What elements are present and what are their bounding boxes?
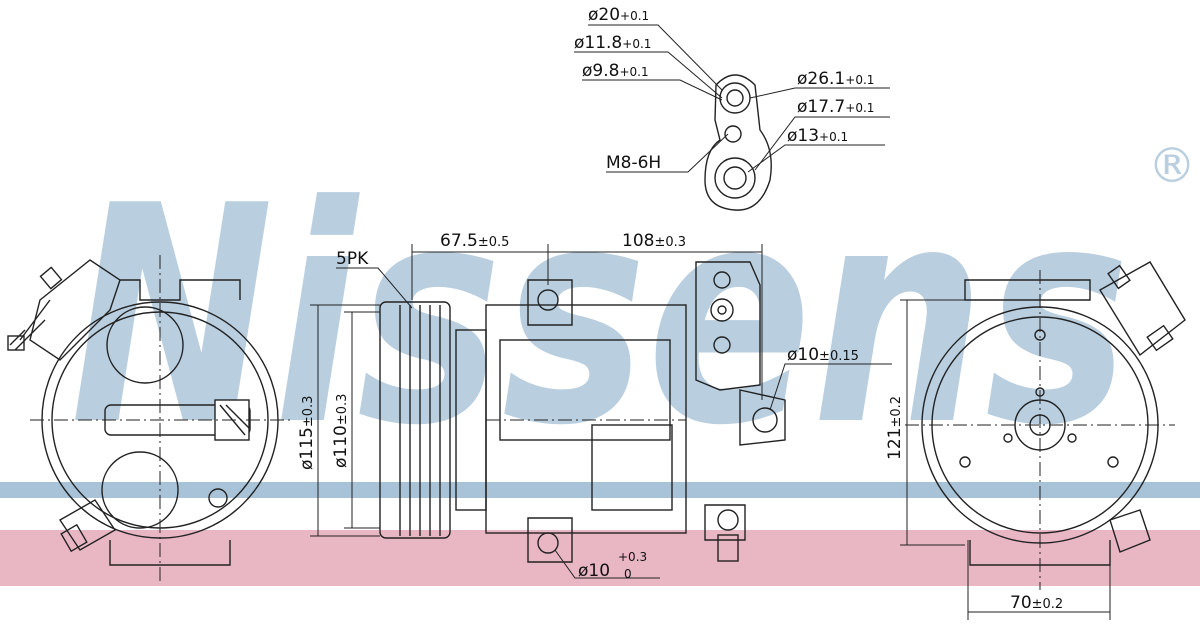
dim-d13: ø13+0.1 <box>787 126 848 146</box>
dim-d17-7: ø17.7+0.1 <box>797 97 874 117</box>
dim-d11-8: ø11.8+0.1 <box>574 33 651 53</box>
dim-d10-bottom-tol-bot: 0 <box>624 567 632 581</box>
blue-band <box>0 482 1200 498</box>
dim-len-108: 108±0.3 <box>622 231 686 251</box>
center-compressor-view <box>379 261 786 563</box>
registered-mark: ® <box>1148 138 1196 194</box>
right-compressor-view <box>905 261 1186 590</box>
dim-d10-bottom-tol-top: +0.3 <box>618 550 647 564</box>
dim-thread: M8-6H <box>606 153 661 173</box>
dim-h121: 121±0.2 <box>885 396 905 460</box>
dim-belt: 5PK <box>336 249 369 269</box>
dim-w70: 70±0.2 <box>1010 593 1063 613</box>
dim-d115: ø115±0.3 <box>297 396 317 470</box>
dimension-labels: ø20+0.1 ø11.8+0.1 ø9.8+0.1 ø26.1+0.1 ø17… <box>297 5 1063 613</box>
dimension-lines <box>310 24 1111 620</box>
dim-d9-8: ø9.8+0.1 <box>582 61 649 81</box>
dim-d110: ø110±0.3 <box>331 394 351 468</box>
dim-d10-side: ø10±0.15 <box>787 345 859 365</box>
dim-len-67-5: 67.5±0.5 <box>440 231 509 251</box>
dim-d26-1: ø26.1+0.1 <box>797 69 874 89</box>
dim-d20: ø20+0.1 <box>588 5 649 25</box>
dim-d10-bottom: ø10 <box>578 561 610 581</box>
pink-band <box>0 530 1200 586</box>
left-compressor-view <box>7 255 290 585</box>
